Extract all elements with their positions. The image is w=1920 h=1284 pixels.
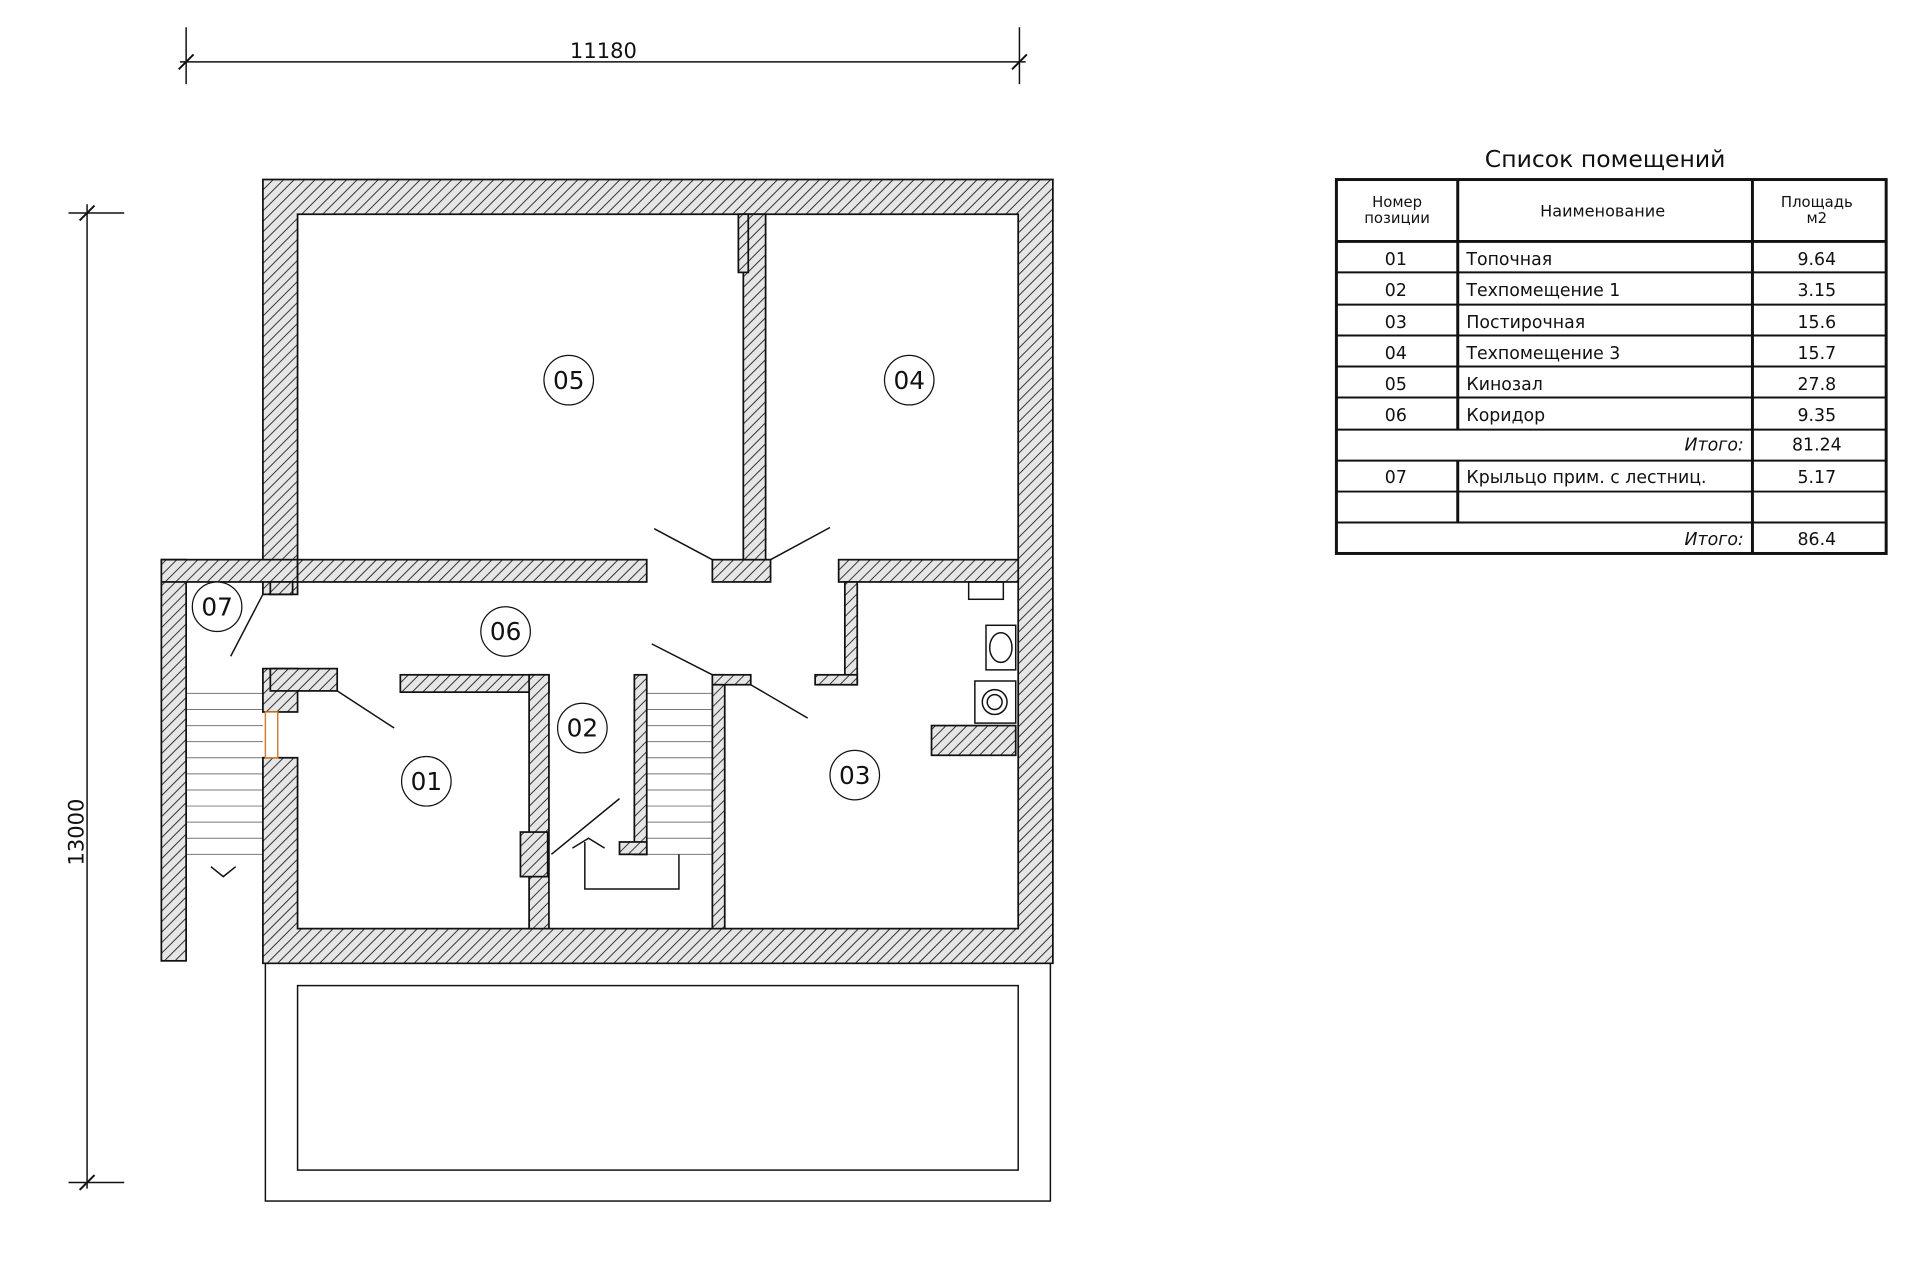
window bbox=[264, 711, 279, 759]
subtotal-label: Итого: bbox=[1685, 436, 1744, 456]
stair-direction-arrow bbox=[210, 866, 237, 878]
table-row: 02 Техпомещение 1 3.15 bbox=[1385, 281, 1836, 301]
room-marker bbox=[829, 749, 881, 801]
header-name: Наименование bbox=[1540, 202, 1665, 221]
row-name: Постирочная bbox=[1466, 313, 1585, 333]
room-marker bbox=[556, 702, 608, 754]
row-area: 15.6 bbox=[1798, 313, 1837, 333]
row-number: 03 bbox=[1385, 313, 1407, 333]
inner-stairs bbox=[646, 692, 713, 855]
extra-row-name: Крыльцо прим. с лестниц. bbox=[1466, 468, 1706, 488]
stair-cut-line bbox=[550, 798, 620, 855]
stair-railing bbox=[584, 841, 680, 890]
row-area: 9.64 bbox=[1798, 250, 1837, 270]
shelf bbox=[967, 581, 1005, 601]
room-number: 07 bbox=[201, 592, 232, 621]
row-number: 06 bbox=[1385, 406, 1407, 426]
row-number: 02 bbox=[1385, 281, 1407, 301]
row-area: 15.7 bbox=[1798, 344, 1837, 364]
extra-row-num: 07 bbox=[1385, 468, 1407, 488]
room-marker bbox=[191, 581, 243, 633]
room-number: 05 bbox=[553, 366, 585, 395]
extra-row-area: 5.17 bbox=[1798, 468, 1837, 488]
room-number: 06 bbox=[490, 617, 522, 646]
subtotal-value: 81.24 bbox=[1792, 436, 1842, 456]
sink-icon bbox=[985, 624, 1017, 671]
table-row: 04 Техпомещение 3 15.7 bbox=[1385, 344, 1836, 364]
table-row: 05 Кинозал 27.8 bbox=[1385, 375, 1836, 395]
table-row: 01 Топочная 9.64 bbox=[1385, 250, 1836, 270]
room-marker bbox=[543, 354, 595, 406]
room-number: 03 bbox=[839, 761, 871, 790]
room-marker bbox=[480, 606, 531, 657]
room-number: 04 bbox=[893, 366, 925, 395]
row-area: 3.15 bbox=[1798, 281, 1837, 301]
width-dimension: 11180 bbox=[178, 27, 1028, 85]
terrace bbox=[264, 962, 1052, 1202]
row-number: 04 bbox=[1385, 344, 1407, 364]
room-number: 02 bbox=[567, 714, 599, 743]
room-marker bbox=[883, 354, 935, 406]
row-area: 9.35 bbox=[1798, 406, 1837, 426]
total-label: Итого: bbox=[1685, 530, 1744, 550]
table-row: 03 Постирочная 15.6 bbox=[1385, 313, 1836, 333]
room-marker bbox=[400, 755, 452, 807]
row-number: 05 bbox=[1385, 375, 1407, 395]
row-name: Топочная bbox=[1465, 250, 1552, 270]
row-name: Коридор bbox=[1466, 406, 1545, 426]
height-dimension-label: 13000 bbox=[63, 799, 88, 866]
porch-stairs bbox=[186, 692, 263, 855]
stair-direction-arrow bbox=[572, 837, 606, 849]
row-area: 27.8 bbox=[1798, 375, 1837, 395]
table-row: 06 Коридор 9.35 bbox=[1385, 406, 1836, 426]
washing-machine-icon bbox=[974, 680, 1017, 724]
row-name: Техпомещение 1 bbox=[1465, 281, 1620, 301]
row-name: Техпомещение 3 bbox=[1465, 344, 1620, 364]
door-swings bbox=[230, 526, 831, 729]
row-number: 01 bbox=[1385, 250, 1407, 270]
row-name: Кинозал bbox=[1466, 375, 1542, 395]
height-dimension: 13000 bbox=[63, 204, 125, 1191]
width-dimension-label: 11180 bbox=[570, 38, 637, 63]
total-value: 86.4 bbox=[1798, 530, 1837, 550]
room-number: 01 bbox=[411, 767, 443, 796]
walls bbox=[160, 178, 1054, 965]
table-title: Список помещений bbox=[1485, 145, 1726, 173]
